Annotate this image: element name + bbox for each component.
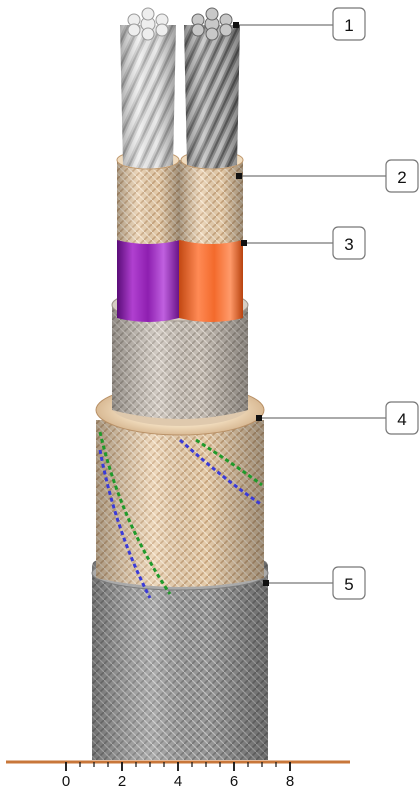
scale-tick-label: 8 — [286, 773, 294, 790]
major-ticks: 0 2 4 6 8 — [62, 762, 294, 790]
scale-ruler: 0 2 4 6 8 — [6, 762, 350, 790]
callout-2: 2 — [236, 160, 418, 192]
callout-label-5: 5 — [344, 575, 353, 594]
scale-tick-label: 4 — [174, 773, 182, 790]
callout-5: 5 — [263, 567, 365, 599]
scale-tick-label: 6 — [230, 773, 238, 790]
callout-1: 1 — [233, 8, 365, 40]
callout-label-4: 4 — [397, 410, 406, 429]
scale-tick-label: 2 — [118, 773, 126, 790]
callout-4: 4 — [256, 402, 418, 434]
conductor-strands — [120, 8, 240, 169]
callout-label-2: 2 — [397, 168, 406, 187]
callout-label-3: 3 — [344, 235, 353, 254]
insulation — [117, 232, 243, 322]
scale-tick-label: 0 — [62, 773, 70, 790]
callout-label-1: 1 — [344, 16, 353, 35]
callout-3: 3 — [241, 227, 365, 259]
